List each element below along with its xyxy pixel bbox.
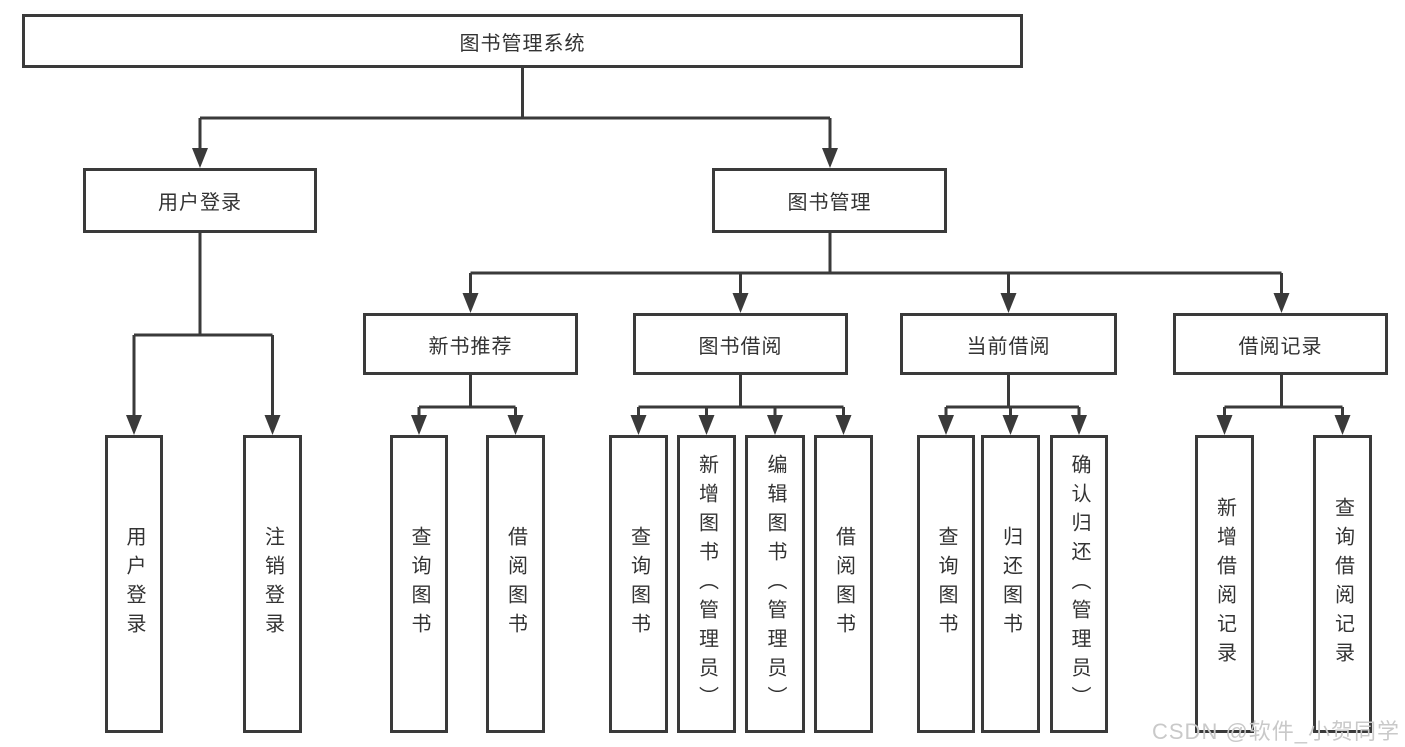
node-new-book-recommend-label: 新书推荐: [428, 335, 513, 358]
node-current-borrowing-label: 当前借阅: [966, 335, 1051, 358]
leaf-query-books-borrowing-label: 查询图书: [627, 526, 650, 642]
leaf-return-books-label: 归还图书: [999, 526, 1022, 642]
node-new-book-recommend: 新书推荐: [363, 313, 578, 375]
leaf-query-books-recommend: 查询图书: [390, 435, 448, 733]
node-book-management-label: 图书管理: [787, 192, 872, 214]
leaf-edit-books-admin: 编辑图书（管理员）: [745, 435, 805, 733]
node-current-borrowing: 当前借阅: [900, 313, 1117, 375]
leaf-logout: 注销登录: [243, 435, 302, 733]
leaf-query-books-recommend-label: 查询图书: [408, 526, 430, 642]
leaf-add-borrow-record-label: 新增借阅记录: [1213, 497, 1236, 671]
leaf-borrow-books-borrowing: 借阅图书: [814, 435, 873, 733]
node-book-borrowing-label: 图书借阅: [698, 335, 783, 358]
leaf-logout-label: 注销登录: [261, 526, 284, 642]
leaf-confirm-return-admin-label: 确认归还（管理员）: [1068, 453, 1090, 715]
node-borrowing-records-label: 借阅记录: [1238, 335, 1323, 358]
leaf-add-books-admin: 新增图书（管理员）: [677, 435, 736, 733]
leaf-borrow-books-recommend-label: 借阅图书: [504, 526, 527, 642]
node-book-management: 图书管理: [712, 168, 947, 233]
leaf-query-books-borrowing: 查询图书: [609, 435, 668, 733]
leaf-query-books-current-label: 查询图书: [935, 526, 957, 642]
watermark-csdn: CSDN @软件_小贺同学: [1152, 719, 1401, 744]
leaf-query-borrow-record: 查询借阅记录: [1313, 435, 1372, 733]
node-user-login: 用户登录: [83, 168, 317, 233]
leaf-user-login: 用户登录: [105, 435, 163, 733]
leaf-add-books-admin-label: 新增图书（管理员）: [695, 453, 718, 715]
leaf-query-borrow-record-label: 查询借阅记录: [1331, 497, 1354, 671]
node-user-login-label: 用户登录: [158, 192, 242, 214]
node-borrowing-records: 借阅记录: [1173, 313, 1388, 375]
leaf-query-books-current: 查询图书: [917, 435, 975, 733]
leaf-borrow-books-borrowing-label: 借阅图书: [832, 526, 855, 642]
leaf-user-login-label: 用户登录: [123, 526, 145, 642]
leaf-confirm-return-admin: 确认归还（管理员）: [1050, 435, 1108, 733]
node-book-borrowing: 图书借阅: [633, 313, 848, 375]
node-root-system: 图书管理系统: [22, 14, 1023, 68]
node-root-system-label: 图书管理系统: [459, 32, 586, 55]
leaf-return-books: 归还图书: [981, 435, 1040, 733]
leaf-add-borrow-record: 新增借阅记录: [1195, 435, 1254, 733]
leaf-edit-books-admin-label: 编辑图书（管理员）: [764, 453, 786, 715]
leaf-borrow-books-recommend: 借阅图书: [486, 435, 545, 733]
